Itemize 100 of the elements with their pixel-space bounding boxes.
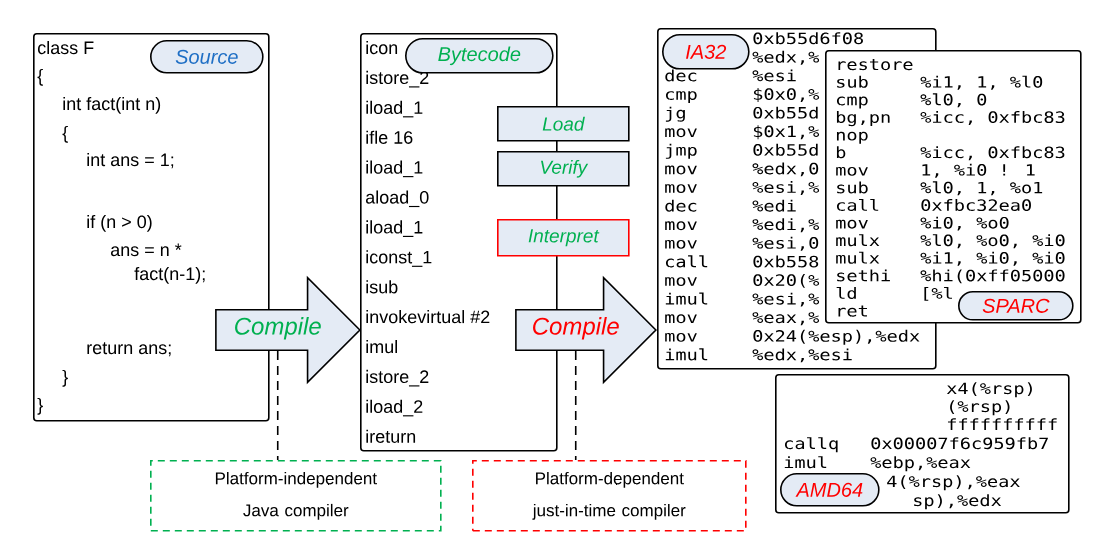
code-text: %i0, %o0 [920, 216, 1009, 231]
dashed-line [276, 350, 279, 461]
code-text: mov [665, 314, 697, 324]
code-text: { [37, 68, 43, 86]
code-text: %i1, %i0, %i0 [920, 251, 1065, 266]
code-text: } [37, 397, 43, 415]
code-text: %icc, 0xfbc83 [920, 111, 1065, 125]
code-text: imul [366, 339, 397, 354]
code-text: mov [665, 332, 697, 342]
code-text: isub [366, 280, 398, 294]
code-text: [%l [924, 286, 952, 301]
code-text: imul [784, 456, 827, 469]
code-text: mov [665, 221, 697, 231]
code-text: 0x20(% [753, 274, 820, 288]
code-text: call [837, 198, 879, 212]
code-text: %edx,0 [752, 162, 819, 177]
dashed-box: Platform-independent Java compiler [150, 460, 442, 532]
code-text: icon [366, 40, 398, 55]
code-text: %edi,% [752, 218, 820, 233]
code-text: %l0, 0 [920, 93, 987, 108]
code-text: invokevirtual #2 [366, 310, 490, 324]
code-text: mov [836, 219, 868, 229]
step-box: Interpret [497, 219, 630, 257]
code-text: 0x00007f6c959fb7 [871, 437, 1048, 450]
label-badge: IA32 [662, 34, 750, 70]
code-text: iload_1 [366, 100, 423, 118]
label-badge: AMD64 [780, 473, 880, 507]
code-text: (%rsp) [950, 400, 1010, 416]
code-text: jg [665, 106, 685, 122]
code-text: ret [838, 305, 867, 317]
code-text: 1, %i0 ! 1 [922, 163, 1035, 178]
code-text: class F [37, 40, 94, 55]
code-text: %esi,% [752, 292, 820, 307]
code-text: 4(%rsp),%eax [887, 475, 1020, 491]
label-badge: Source [150, 40, 264, 74]
code-text: { [62, 125, 68, 143]
code-text: $0x1,% [753, 125, 820, 140]
code-text: mov [665, 277, 697, 287]
code-text: sethi [837, 269, 890, 282]
code-text: mov [836, 166, 868, 176]
code-text: iconst_1 [366, 250, 432, 267]
code-text: 0xb55d6f08 [753, 32, 863, 45]
code-text: x4(%rsp) [946, 382, 1032, 398]
code-text: %edi [752, 199, 796, 212]
code-text: call [666, 255, 708, 268]
code-text: mov [665, 128, 697, 138]
code-text: return ans; [87, 342, 171, 357]
code-text: imul [665, 348, 708, 361]
code-text: %l0, %o0, %i0 [920, 234, 1065, 249]
code-text: 0x24(%esp),%edx [753, 329, 920, 345]
code-text: %eax,% [752, 312, 820, 326]
code-text: $0x0,% [753, 88, 820, 103]
code-text: jmp [665, 143, 697, 159]
code-text: %hi(0xff05000 [920, 269, 1065, 284]
code-text: mulx [836, 234, 880, 247]
code-text: mulx [836, 251, 880, 264]
code-text: if (n > 0) [87, 214, 152, 232]
code-text: %icc, 0xfbc83 [920, 146, 1065, 161]
code-text: sub [837, 181, 868, 194]
code-text: %esi [752, 69, 796, 82]
code-text: int ans = 1; [87, 152, 174, 169]
code-text: %esi,0 [752, 236, 819, 251]
code-text: ld [836, 286, 856, 300]
code-text: %edx,% [752, 50, 820, 65]
code-text: cmp [837, 96, 868, 109]
code-text: sub [837, 75, 868, 88]
code-text: %ebp,%eax [870, 456, 971, 472]
dashed-line [574, 350, 577, 461]
code-text: callq [785, 437, 838, 453]
code-text: iload_2 [366, 399, 423, 417]
code-text: ireturn [366, 429, 416, 443]
code-text: sp),%edx [914, 494, 1002, 510]
code-text: ans = n * [110, 243, 182, 257]
code-text: dec [665, 199, 697, 212]
code-text: dec [665, 69, 697, 82]
label-badge: Bytecode [405, 38, 554, 74]
code-text: fact(n-1); [134, 266, 205, 284]
code-text: mov [665, 239, 697, 249]
label-badge: SPARC [958, 291, 1074, 321]
code-text: 0xb558 [753, 255, 819, 268]
code-text: ffffffffff [948, 418, 1057, 430]
code-text: ifle 16 [366, 130, 413, 144]
code-text: %l0, 1, %o1 [920, 181, 1043, 196]
code-text: iload_1 [366, 220, 423, 237]
step-box: Load [497, 106, 630, 142]
code-text: %i1, 1, %l0 [920, 75, 1043, 90]
code-text: cmp [666, 91, 697, 104]
code-text: nop [837, 131, 868, 144]
code-text: mov [665, 165, 697, 175]
code-text: b [836, 146, 846, 159]
step-box: Verify [497, 151, 630, 187]
code-text: iload_1 [366, 160, 423, 178]
code-text: %edx,%esi [752, 348, 852, 363]
dashed-box: Platform-dependent just-in-time compiler [472, 460, 747, 532]
code-text: %esi,% [752, 181, 820, 195]
code-text: 0xb55d [753, 143, 818, 156]
code-text: 0xb55d [753, 106, 818, 119]
code-text: int fact(int n) [63, 96, 161, 114]
code-text: aload_0 [365, 190, 429, 208]
code-text: 0xfbc32ea0 [921, 199, 1031, 212]
